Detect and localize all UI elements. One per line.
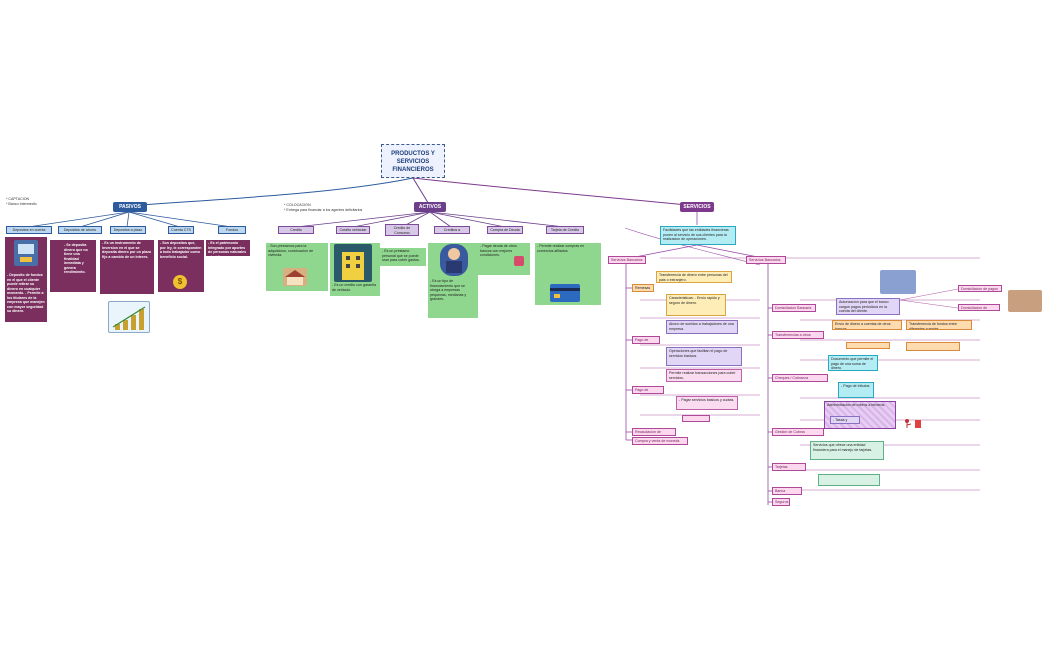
pasivos-desc-cuenta-corriente-extra: - Permite a los titulares de la empresa … [7, 291, 45, 313]
activos-category[interactable]: ACTIVOS [414, 202, 446, 212]
pasivos-item-ahorro[interactable]: Depositos de ahorro [58, 226, 102, 234]
people-chart-icon [514, 256, 524, 266]
service-compra-venta-moneda[interactable]: Compra y venta de moneda extranjera [632, 437, 688, 445]
pasivos-category[interactable]: PASIVOS [113, 202, 147, 212]
service-pago-haberes-box: Abono de sueldos a trabajadores de una e… [666, 320, 738, 334]
service-seguros[interactable]: Seguros [772, 498, 790, 506]
service-gestion-cobros-box-1: - Pago de tributos [838, 382, 874, 398]
atm-icon [14, 240, 38, 266]
servicios-category[interactable]: SERVICIOS [680, 202, 714, 212]
service-domiciliacion[interactable]: Domiciliacion Bancaria [772, 304, 816, 312]
activos-item-consumo[interactable]: Credito de Consumo [385, 224, 419, 236]
pasivos-desc-cuenta-corriente-text: - Deposito de fondos en el que el client… [7, 273, 43, 295]
dollar-coin-icon: $ [173, 275, 187, 289]
service-pago-servicios-tag [682, 415, 710, 422]
service-remesas[interactable]: Remesas [632, 284, 654, 292]
pasivos-desc-plazo: - Es un instrumento de inversion en el q… [100, 240, 154, 294]
service-gestion-cobros-box-3: - Tasas y multas [830, 416, 860, 424]
activos-desc-compra-deuda: - Pagar deuda de otros bancos con mejore… [478, 243, 530, 275]
service-recaudacion[interactable]: Recaudacion de impuestos [632, 428, 676, 436]
pasivos-item-cts[interactable]: Cuenta CTS [168, 226, 194, 234]
service-pago-servicios-box-2: Permite realizar transacciones para cubr… [666, 369, 742, 382]
service-tarjetas-box: Servicios que ofrece una entidad financi… [810, 441, 884, 460]
service-cheques-box: Documento que permite el pago de una sum… [828, 355, 878, 371]
pasivos-note-2: * Banco Intermedio [6, 202, 37, 206]
service-tarjetas[interactable]: Tarjetas Bancarias [772, 463, 806, 471]
activos-item-tarjeta-credito[interactable]: Tarjeta de Credito [546, 226, 584, 234]
activos-item-vehicular[interactable]: Credito vehicular [336, 226, 370, 234]
activos-item-compra-deuda[interactable]: Compra de Deuda [487, 226, 523, 234]
credit-card-icon [550, 284, 580, 302]
service-gestion-cobros[interactable]: Gestion de Cobros [772, 428, 824, 436]
runner-icon [903, 417, 923, 429]
service-remesas-box-1: Transferencia de dinero entre personas d… [656, 271, 732, 283]
coins-growth-icon [108, 301, 150, 333]
service-remesas-box-2: Caracteristicas: - Envio rapido y seguro… [666, 294, 726, 316]
activos-desc-consumo: - Es un prestamo personal que se puede u… [380, 248, 426, 266]
businessman-icon [440, 244, 468, 276]
servicios-desc: Facilidades que las entidades financiera… [660, 226, 736, 245]
servicios-left-branch[interactable]: Servicios Bancarios [608, 256, 646, 264]
service-pago-servicios-box-1: Operaciones que facilitan el pago de ser… [666, 347, 742, 366]
domiciliacion-cobros-label[interactable]: Domiciliacion de cobros [958, 304, 1000, 311]
hands-card-image [880, 270, 916, 294]
service-pago-servicios[interactable]: Pago de servicios [632, 386, 664, 394]
service-transferencias-tag-2 [906, 342, 960, 351]
activos-item-hipotecario[interactable]: Credito Hipotecario [278, 226, 314, 234]
service-tarjetas-detail [818, 474, 880, 486]
service-pago-haberes[interactable]: Pago de haberes [632, 336, 660, 344]
servicios-right-branch[interactable]: Servicios Bancarios [746, 256, 786, 264]
domiciliacion-pagos-label[interactable]: Domiciliacion de pagos [958, 285, 1002, 292]
activos-note-1: * COLOCACION [284, 203, 311, 207]
payment-photo [1008, 290, 1042, 312]
house-icon [283, 268, 307, 286]
pasivos-desc-fondos-mutuos: - Es el patrimonio integrado por aportes… [206, 240, 250, 256]
pasivos-item-fondos-mutuos[interactable]: Fondos Mutuos [218, 226, 246, 234]
service-gestion-cobros-box-2: Administracion de cobros a terceros. [824, 401, 896, 429]
activos-note-2: * Entrega para financiar a los agentes d… [284, 208, 363, 212]
main-title: PRODUCTOS Y SERVICIOS FINANCIEROS [381, 144, 445, 178]
building-icon [334, 244, 372, 282]
service-banca-electronica[interactable]: Banca Electronica [772, 487, 802, 495]
service-transferencias-tag-1 [846, 342, 890, 349]
activos-item-empresas[interactable]: Creditos a Empresas [434, 226, 470, 234]
service-cheques[interactable]: Cheques / Cobranza [772, 374, 828, 382]
service-domiciliacion-box: Autorizacion para que el banco cargue pa… [836, 298, 900, 315]
pasivos-desc-ahorro: - Se deposita dinero que no tiene una fi… [50, 240, 96, 292]
pasivos-item-cuenta-corriente[interactable]: Depositos en cuenta corriente [6, 226, 52, 234]
pasivos-note-1: * CAPTACION [6, 197, 30, 201]
service-transferencias-box-1: Envio de dinero a cuentas de otros banco… [832, 320, 902, 330]
service-transferencias-box-2: Transferencia de fondos entre diferentes… [906, 320, 972, 330]
pasivos-item-plazo[interactable]: Depositos a plazo [110, 226, 146, 234]
service-transferencias[interactable]: Transferencias a otros bancos [772, 331, 824, 339]
service-pago-servicios-box-3: - Pagar servicios basicos y cuotas. [676, 396, 738, 410]
